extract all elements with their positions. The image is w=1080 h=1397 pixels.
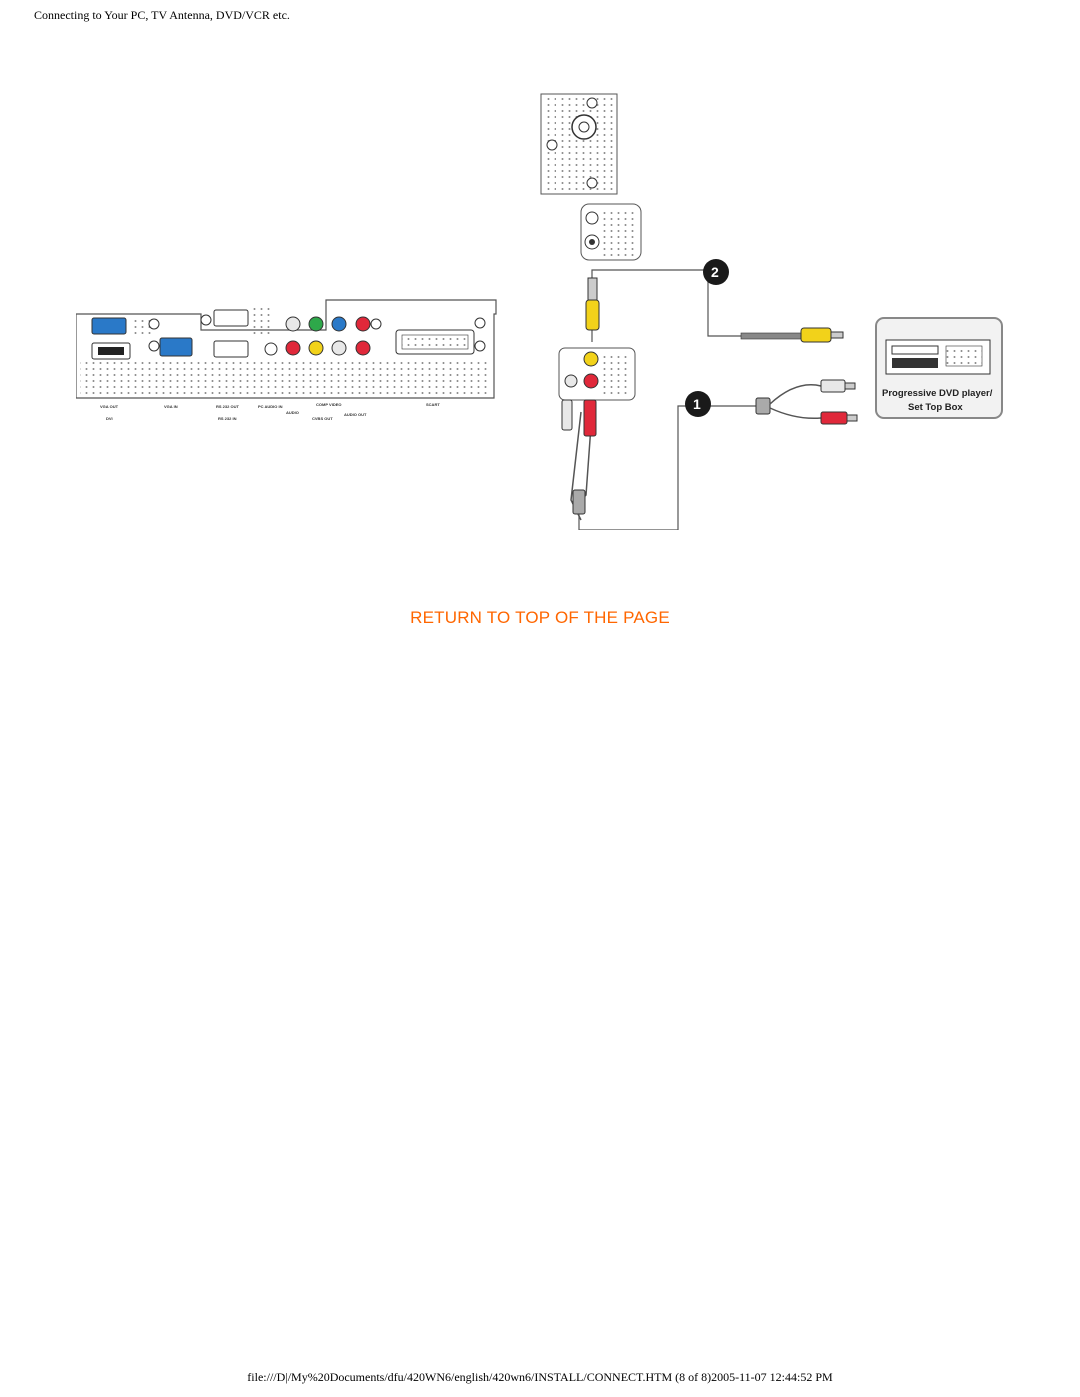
- step-badge-1: 1: [685, 391, 711, 417]
- return-to-top-link[interactable]: RETURN TO TOP OF THE PAGE: [410, 608, 670, 627]
- audio-label: AUDIO: [286, 410, 299, 415]
- av-in-r-jack: [583, 373, 599, 389]
- vga-in-label: VGA IN: [164, 404, 178, 409]
- rs232-out-label: RS 232 OUT: [216, 404, 239, 409]
- pc-audio-in-label: PC AUDIO IN: [258, 404, 283, 409]
- av-in-l-jack: [564, 374, 578, 388]
- step-badge-2: 2: [703, 259, 729, 285]
- cvbs-out-jack: [308, 340, 324, 356]
- dvd-label-line2: Set Top Box: [908, 402, 963, 413]
- svg-text:1: 1: [693, 396, 701, 412]
- scart-label: SCART: [426, 402, 440, 407]
- rs232-in-port: [213, 340, 249, 358]
- side-panel-svideo: [580, 203, 642, 261]
- pc-audio-in-jack: [264, 342, 278, 356]
- side-panel-top: [540, 93, 618, 195]
- cvbs-out-label: CVBS OUT: [312, 416, 333, 421]
- dvi-label: DVI: [106, 416, 113, 421]
- audio-out-r-jack: [355, 340, 371, 356]
- audio-r-jack: [285, 340, 301, 356]
- av-in-video-jack: [583, 351, 599, 367]
- dvd-player-box: Progressive DVD player/ Set Top Box: [875, 317, 1003, 419]
- comp-pr-jack: [355, 316, 371, 332]
- comp-video-label: COMP VIDEO: [316, 402, 342, 407]
- page-header-title: Connecting to Your PC, TV Antenna, DVD/V…: [34, 8, 290, 22]
- audio-out-label: AUDIO OUT: [344, 412, 367, 417]
- audio-l-jack: [285, 316, 301, 332]
- connection-diagram: VGA OUT DVI VGA IN RS 232 OUT RS 232 IN …: [76, 93, 1003, 530]
- dvd-label-line1: Progressive DVD player/: [882, 388, 993, 399]
- footer-file-path: file:///D|/My%20Documents/dfu/420WN6/eng…: [247, 1370, 833, 1384]
- vga-in-port: [159, 337, 193, 357]
- vga-out-port: [91, 317, 127, 335]
- vga-out-label: VGA OUT: [100, 404, 119, 409]
- rs232-in-label: RS 232 IN: [218, 416, 237, 421]
- side-panel-av-in: [558, 347, 636, 401]
- rs232-out-port: [213, 309, 249, 327]
- audio-out-l-jack: [331, 340, 347, 356]
- comp-y-jack: [308, 316, 324, 332]
- svg-text:2: 2: [711, 264, 719, 280]
- comp-pb-jack: [331, 316, 347, 332]
- monitor-rear-panel: VGA OUT DVI VGA IN RS 232 OUT RS 232 IN …: [76, 299, 497, 421]
